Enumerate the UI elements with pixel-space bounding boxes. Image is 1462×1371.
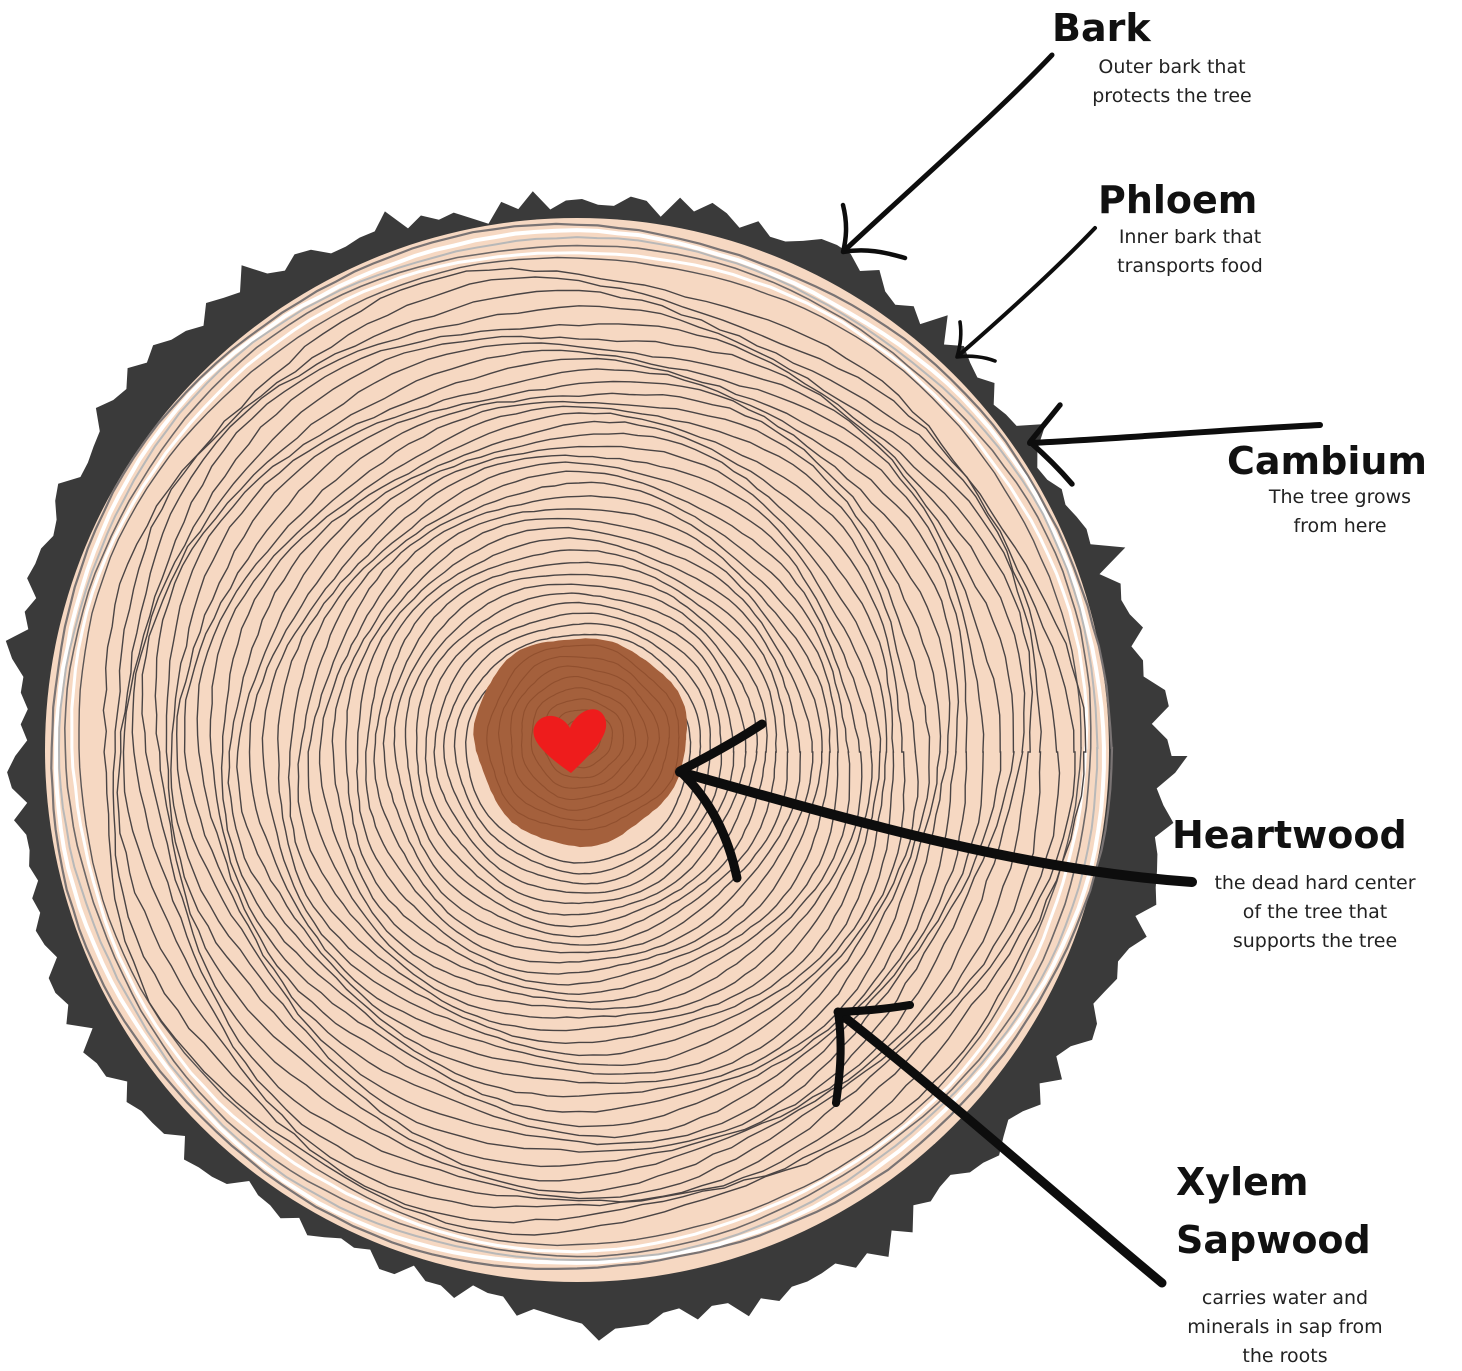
phloem-title: Phloem <box>1098 178 1257 222</box>
phloem-description: Inner bark that transports food <box>1092 223 1288 281</box>
bark-title: Bark <box>1052 6 1151 50</box>
heartwood-description: the dead hard center of the tree that su… <box>1195 869 1435 956</box>
phloem-arrow <box>957 228 1095 361</box>
bark-arrow <box>843 55 1052 258</box>
xylem-title: Xylem Sapwood <box>1176 1153 1371 1269</box>
cambium-description: The tree grows from here <box>1240 483 1440 541</box>
xylem-description: carries water and minerals in sap from t… <box>1163 1284 1407 1371</box>
bark-description: Outer bark that protects the tree <box>1072 53 1272 111</box>
cambium-title: Cambium <box>1227 439 1427 483</box>
heartwood-title: Heartwood <box>1172 813 1407 857</box>
